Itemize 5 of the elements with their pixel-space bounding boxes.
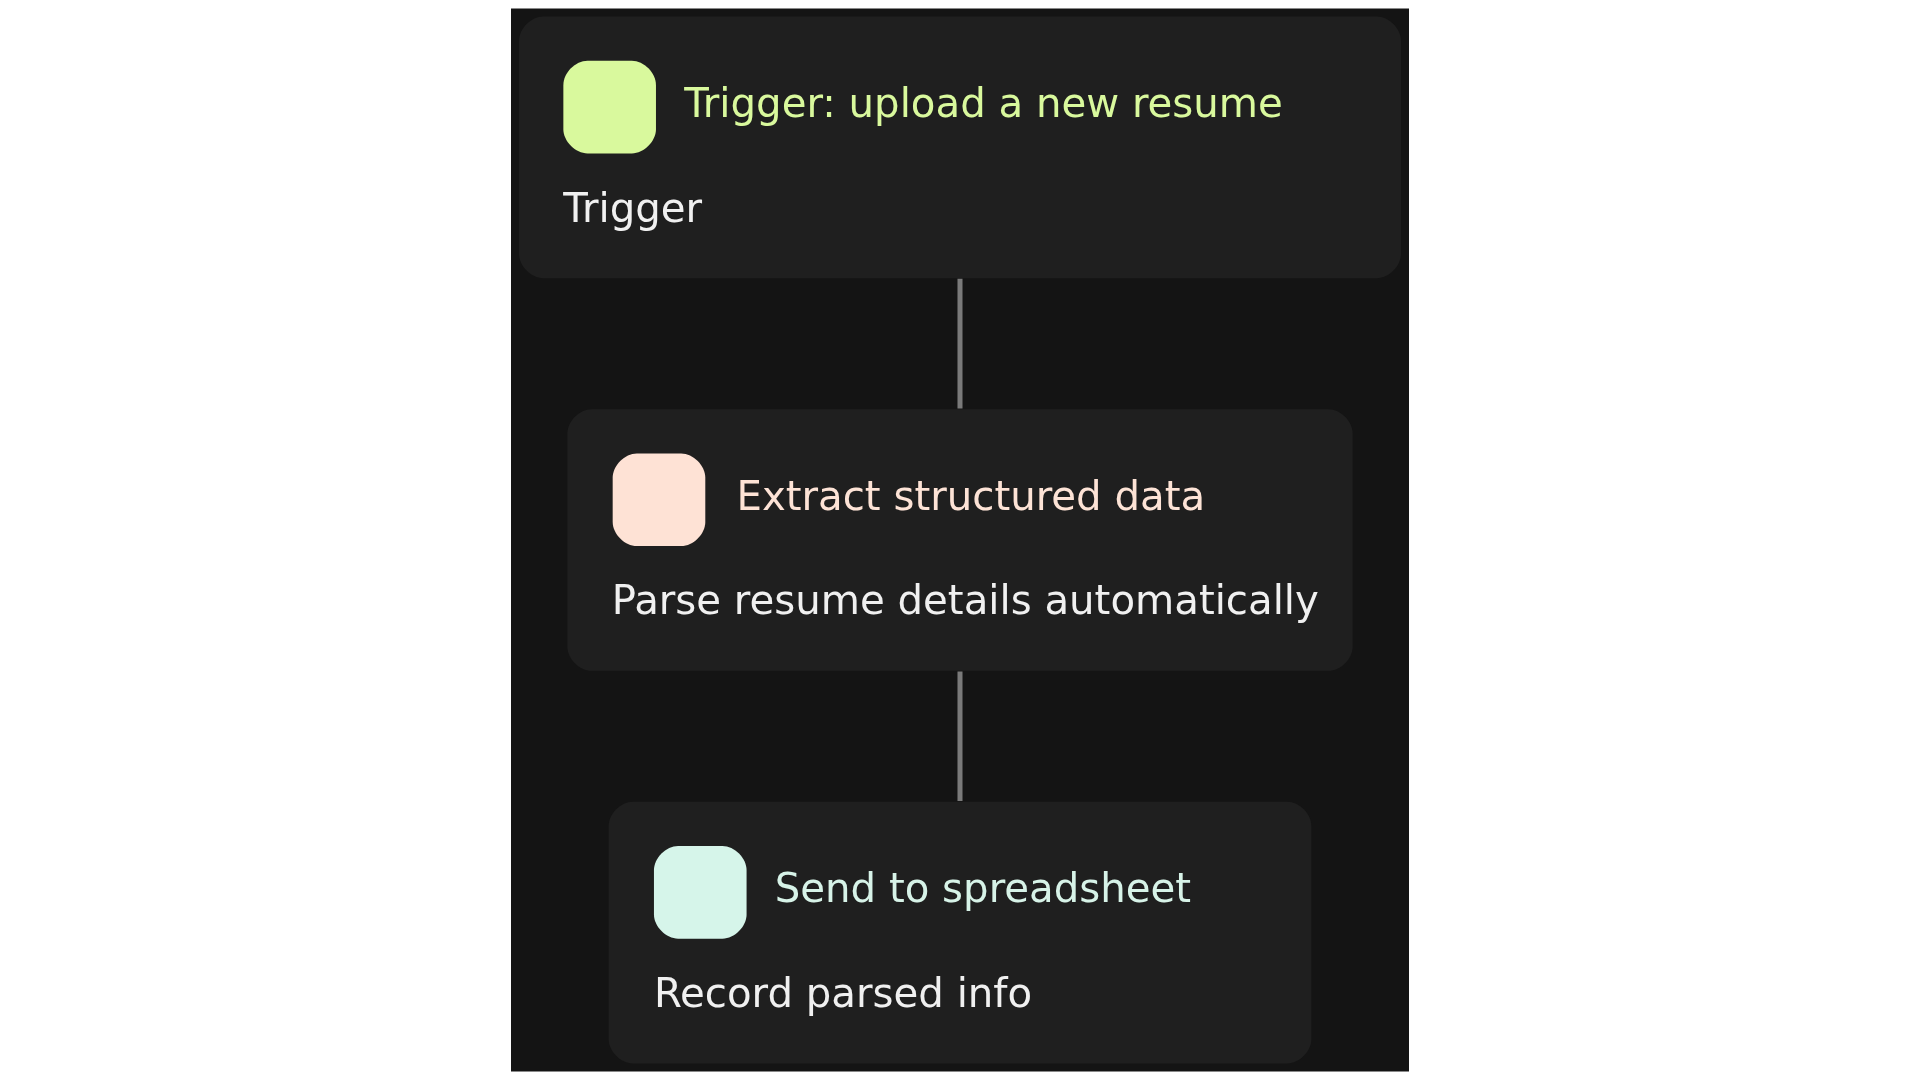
node-box: Send to spreadsheet Record parsed info bbox=[608, 801, 1312, 1064]
connector bbox=[957, 671, 963, 802]
connector bbox=[957, 278, 963, 409]
node-box: Extract structured data Parse resume details automatically bbox=[567, 409, 1353, 671]
node-box: Trigger: upload a new resume Trigger bbox=[519, 16, 1401, 279]
